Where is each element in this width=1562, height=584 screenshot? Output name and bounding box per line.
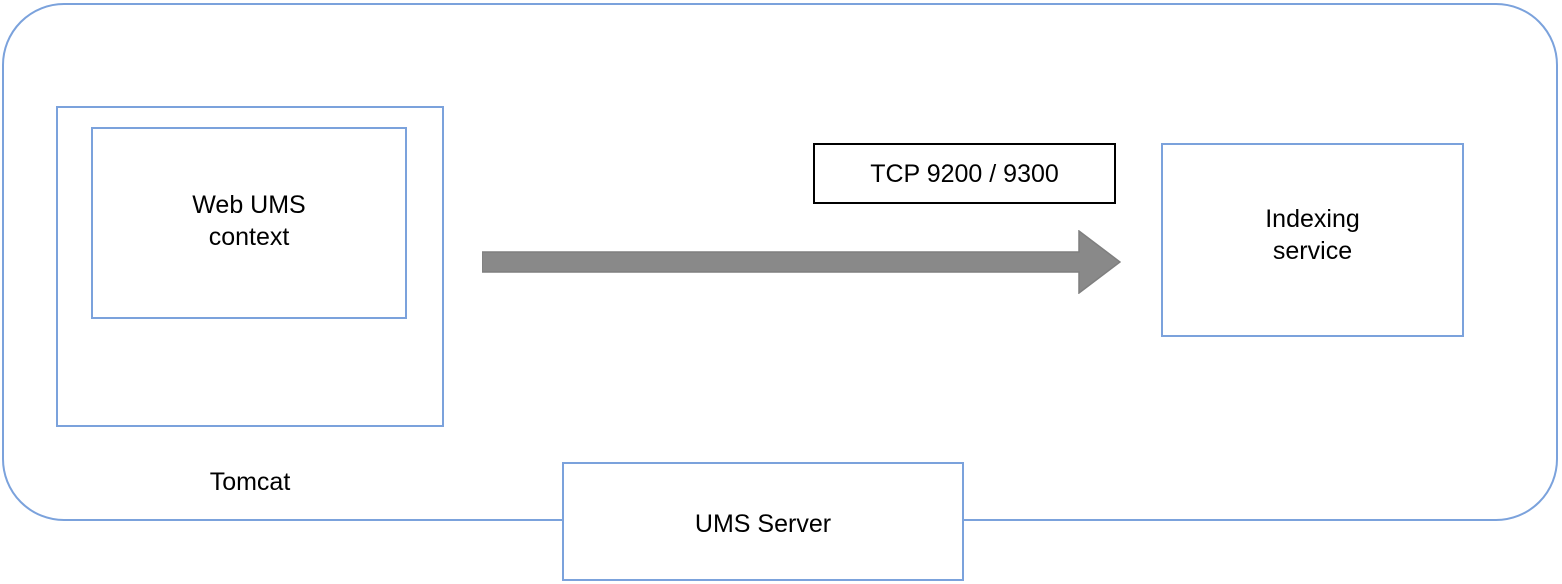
node-tomcat-label: Tomcat [209, 468, 291, 496]
node-indexing-service-label: Indexing service [1265, 205, 1360, 265]
node-ums-server[interactable]: UMS Server [562, 462, 964, 581]
node-indexing-service[interactable]: Indexing service [1161, 143, 1464, 337]
connector-tomcat-to-indexing-arrow [482, 230, 1121, 294]
node-web-ums-context[interactable]: Web UMS context [91, 127, 407, 319]
node-ums-server-label: UMS Server [694, 510, 832, 538]
node-web-ums-context-label: Web UMS context [192, 191, 306, 251]
connector-label-tcp-ports-text: TCP 9200 / 9300 [870, 160, 1059, 188]
arrow-right-icon [482, 230, 1121, 294]
connector-label-tcp-ports[interactable]: TCP 9200 / 9300 [813, 143, 1116, 204]
